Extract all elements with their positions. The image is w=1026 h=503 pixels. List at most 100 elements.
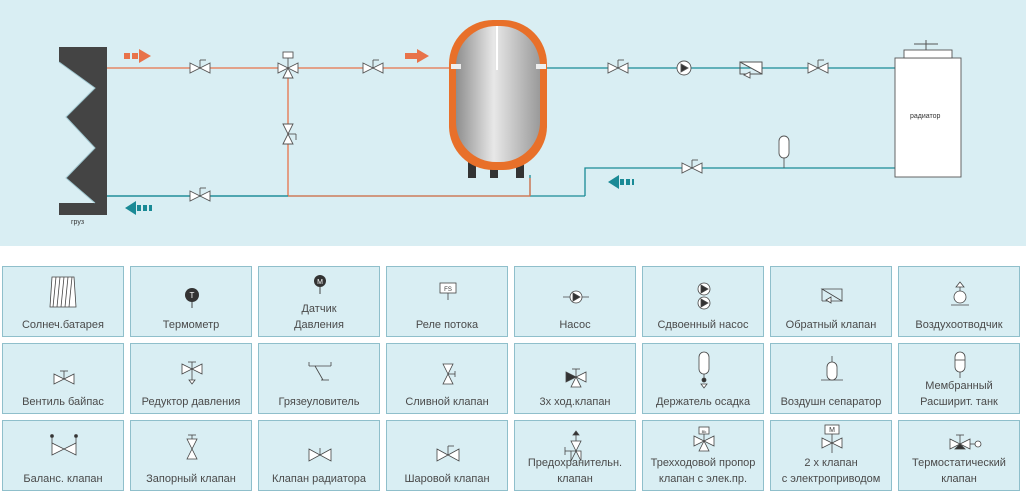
ball-valve-1 [189, 59, 211, 74]
legend-label: Грязеуловитель [278, 396, 360, 408]
pump-icon [563, 290, 589, 304]
legend-label: Баланс. клапан [23, 473, 103, 485]
legend-label: Обратный клапан [785, 319, 877, 331]
svg-text:M: M [829, 427, 835, 434]
ball-valve-6 [681, 159, 703, 174]
legend-cell: Баланс. клапан [2, 420, 124, 491]
svg-text:FS: FS [444, 287, 452, 293]
check-valve-diagram [739, 61, 763, 79]
svg-text:M: M [317, 279, 323, 286]
legend-cell: T Термометр [130, 266, 252, 337]
pressure-sensor-icon: M [314, 275, 326, 294]
drain-valve-icon [442, 363, 456, 385]
legend-cell: Редуктор давления [130, 343, 252, 414]
three-way-valve-icon [565, 368, 587, 388]
legend-cell: Сдвоенный насос [642, 266, 764, 337]
bypass-valve-vertical [282, 123, 297, 145]
legend-cell: Обратный клапан [770, 266, 892, 337]
legend-label: 3х ход.клапан [539, 396, 611, 408]
radiator-valve-icon [308, 448, 332, 462]
twin-pump-icon [697, 282, 711, 310]
legend-label: Вентиль байпас [22, 396, 104, 408]
svg-text:Bk: Bk [702, 429, 707, 434]
legend-cell: Запорный клапан [130, 420, 252, 491]
bypass-valve-icon [53, 370, 75, 385]
legend-cell: FS Реле потока [386, 266, 508, 337]
storage-tank [449, 20, 547, 178]
three-way-valve-diagram [277, 51, 299, 79]
motorized-three-way-valve-icon: Bk [693, 426, 715, 452]
expansion-tank-icon [954, 351, 966, 378]
legend-label: Редуктор давления [141, 396, 241, 408]
ball-valve-3 [189, 187, 211, 202]
thermometer-icon: T [185, 288, 199, 308]
hot-supply-pipes [107, 67, 457, 196]
air-separator-icon [821, 356, 843, 381]
air-vent-icon [951, 281, 969, 306]
flow-arrow-return-1 [125, 201, 152, 215]
piping-schematic [58, 20, 962, 215]
legend-cell: Предохранительн.клапан [514, 420, 636, 491]
balancing-valve-icon [50, 434, 78, 456]
legend-cell: Насос [514, 266, 636, 337]
legend-label: Воздушн сепаратор [780, 396, 882, 408]
solar-collector [58, 47, 107, 215]
legend-cell: Солнеч.батарея [2, 266, 124, 337]
flow-arrow-return-2 [608, 175, 634, 189]
legend-label: Держатель осадка [655, 396, 751, 408]
legend-label: Запорный клапан [146, 473, 236, 485]
pump-diagram [676, 60, 692, 76]
legend-label: Сдвоенный насос [657, 319, 749, 331]
legend-label: Реле потока [415, 319, 479, 331]
legend-label: Сливной клапан [405, 396, 489, 408]
legend-label: Воздухоотводчик [915, 319, 1003, 331]
legend-label: Клапан радиатора [271, 473, 367, 485]
legend-cell: Шаровой клапан [386, 420, 508, 491]
strainer-icon [308, 362, 332, 381]
legend-cell: Держатель осадка [642, 343, 764, 414]
legend-label: Насос [559, 319, 591, 331]
legend-cell: Сливной клапан [386, 343, 508, 414]
legend-label: Термометр [162, 319, 220, 331]
system-diagram: груз радиатор [0, 0, 1026, 246]
svg-text:T: T [190, 291, 195, 300]
radiator-label: радиатор [910, 113, 941, 120]
sediment-holder-icon [698, 351, 710, 389]
solar-panel-icon [49, 276, 77, 308]
expansion-tank-diagram [778, 135, 790, 168]
check-valve-icon [820, 288, 843, 304]
pressure-reducer-icon [181, 361, 203, 385]
shutoff-valve-icon [186, 434, 198, 460]
flow-switch-icon: FS [439, 282, 457, 300]
motorized-two-way-valve-icon: M [821, 424, 843, 453]
legend-label: Солнеч.батарея [21, 319, 104, 331]
legend-cell: Клапан радиатора [258, 420, 380, 491]
legend-cell: 3х ход.клапан [514, 343, 636, 414]
legend-label: Шаровой клапан [404, 473, 490, 485]
ball-valve-2 [362, 59, 384, 74]
legend-cell: Вентиль байпас [2, 343, 124, 414]
flow-arrow-hot-2 [405, 49, 429, 63]
flow-arrow-hot-1 [124, 49, 151, 63]
legend-label: Предохранительн.клапан [527, 457, 623, 485]
thermostatic-valve-icon [949, 434, 982, 450]
safety-valve-icon [564, 430, 582, 462]
ball-valve-5 [807, 59, 829, 74]
radiator [894, 40, 962, 178]
legend-cell: Грязеуловитель [258, 343, 380, 414]
collector-label: груз [71, 219, 85, 226]
ball-valve-4 [607, 59, 629, 74]
legend-cell: Воздушн сепаратор [770, 343, 892, 414]
legend-cell: Воздухоотводчик [898, 266, 1020, 337]
